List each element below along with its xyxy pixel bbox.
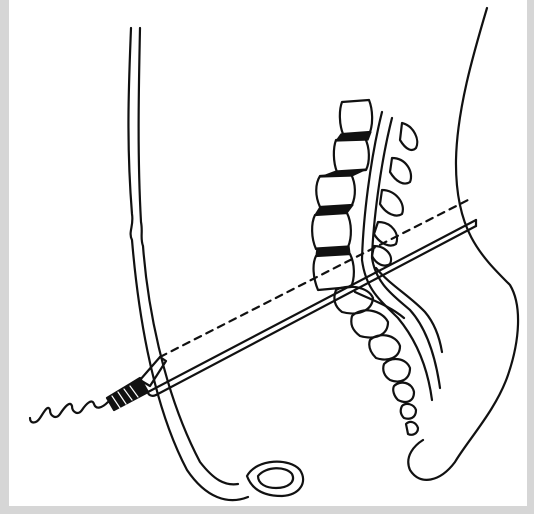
needle-hub xyxy=(107,357,166,410)
vertebra-2 xyxy=(334,138,369,172)
vertebra-4 xyxy=(312,213,351,249)
back-outline xyxy=(408,8,518,480)
loop-outline xyxy=(247,462,303,496)
dashed-trajectory xyxy=(160,200,468,357)
loop-inner xyxy=(258,468,293,488)
coiled-wire xyxy=(30,402,108,423)
vertebra-5 xyxy=(314,254,354,290)
vertebra-1 xyxy=(340,100,372,134)
sacral-segments xyxy=(334,287,418,435)
anterior-body-outline xyxy=(128,28,248,500)
needle xyxy=(148,220,476,396)
vertebra-3 xyxy=(316,174,355,207)
